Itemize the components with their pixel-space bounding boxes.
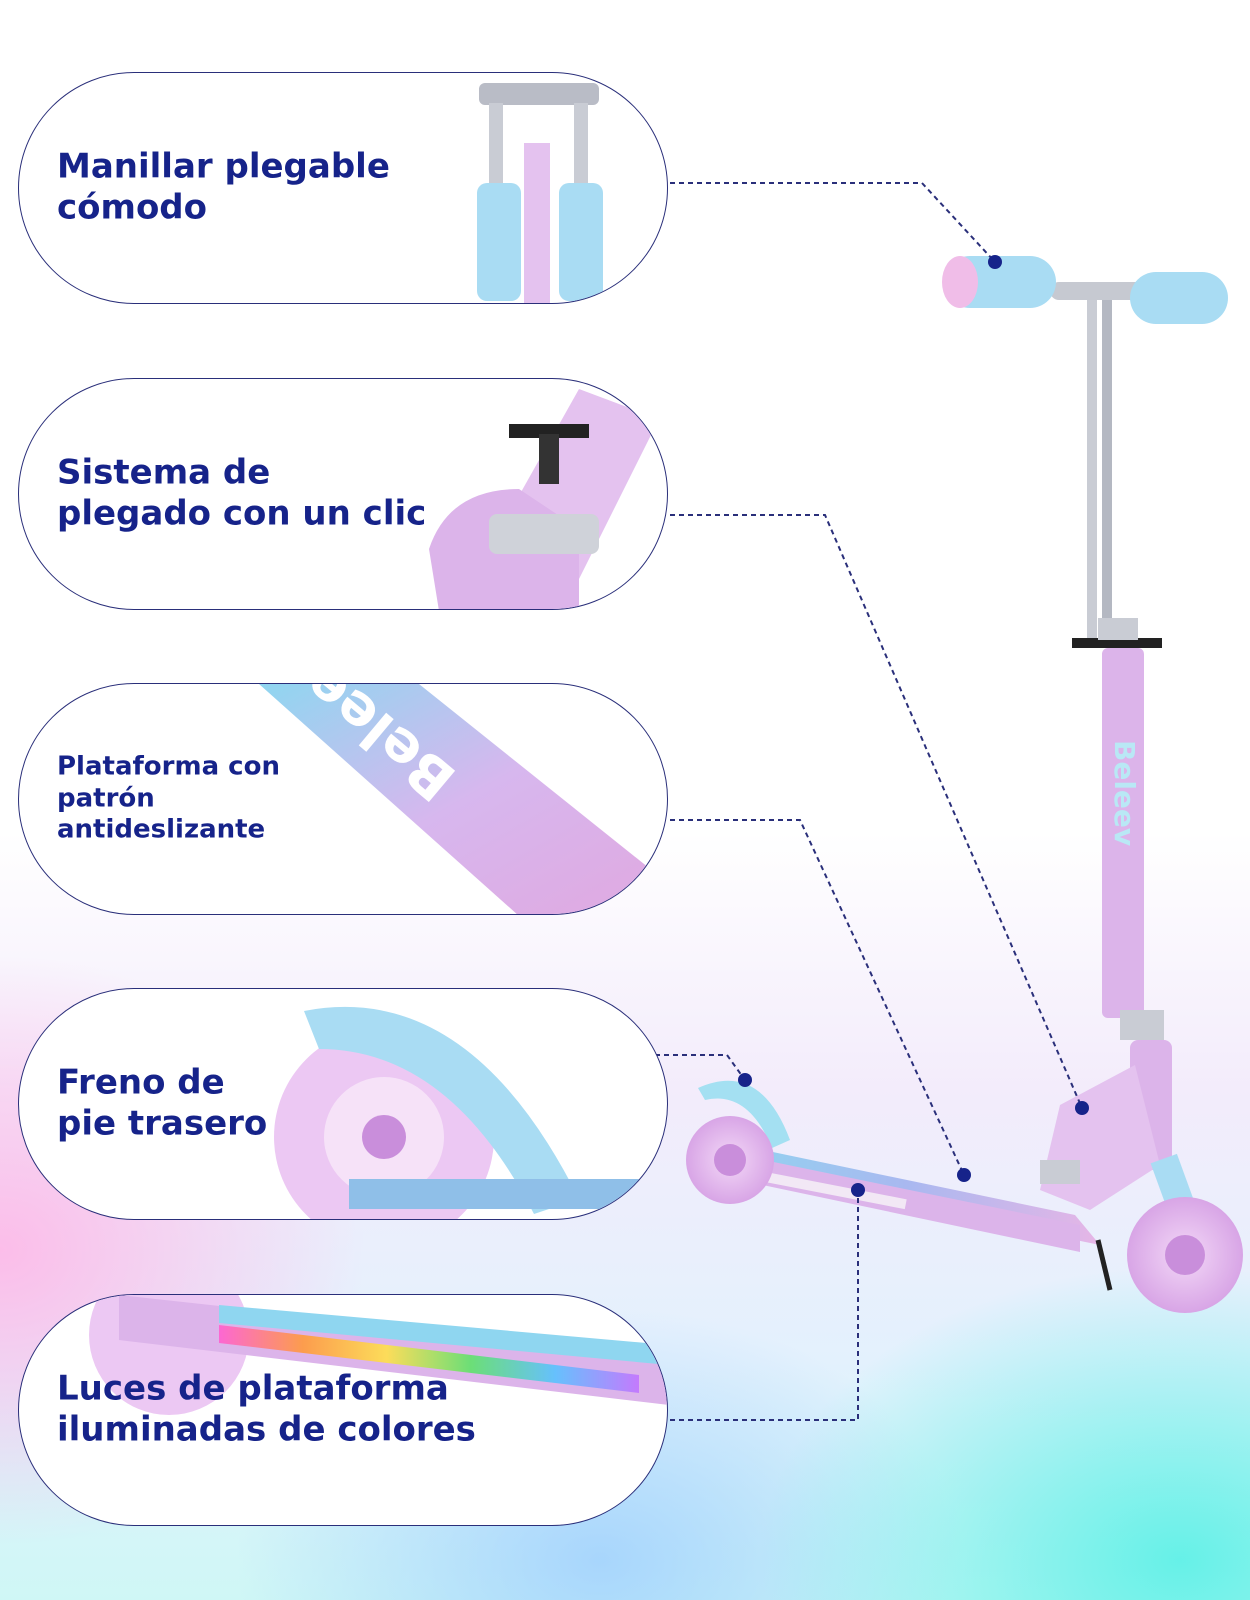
feature-bubble-folding: Sistema de plegado con un clic [18,378,668,610]
rear-fender-brake [698,1080,790,1148]
feature-label-handlebar: Manillar plegable cómodo [57,146,390,228]
feature-bubble-brake: Freno de pie trasero [18,988,668,1220]
feature-label-deck: Plataforma con patrón antideslizante [57,751,280,845]
callout-lines [655,182,1083,1421]
brake-closeup [274,1006,667,1219]
feature-bubble-handlebar: Manillar plegable cómodo [18,72,668,304]
height-clamp [1072,638,1162,648]
deck-pattern-closeup: Belee [259,684,667,914]
folding-system-closeup [429,389,659,609]
deck-lights-closeup [89,1295,667,1415]
right-grip [1130,272,1228,324]
callout-dots [738,255,1089,1197]
feature-label-folding: Sistema de plegado con un clic [57,452,427,534]
handlebar-closeup [477,83,603,303]
svg-text:Beleev: Beleev [1108,740,1141,846]
stem-upper-left [1087,300,1097,640]
feature-bubble-lights: Luces de plataforma iluminadas de colore… [18,1294,668,1526]
stem-upper-right [1102,300,1112,640]
feature-label-lights: Luces de plataforma iluminadas de colore… [57,1368,476,1450]
feature-bubble-deck: Belee Plataforma con patrón antideslizan… [18,683,668,915]
feature-label-brake: Freno de pie trasero [57,1062,268,1144]
stem-lower [1102,648,1144,1018]
